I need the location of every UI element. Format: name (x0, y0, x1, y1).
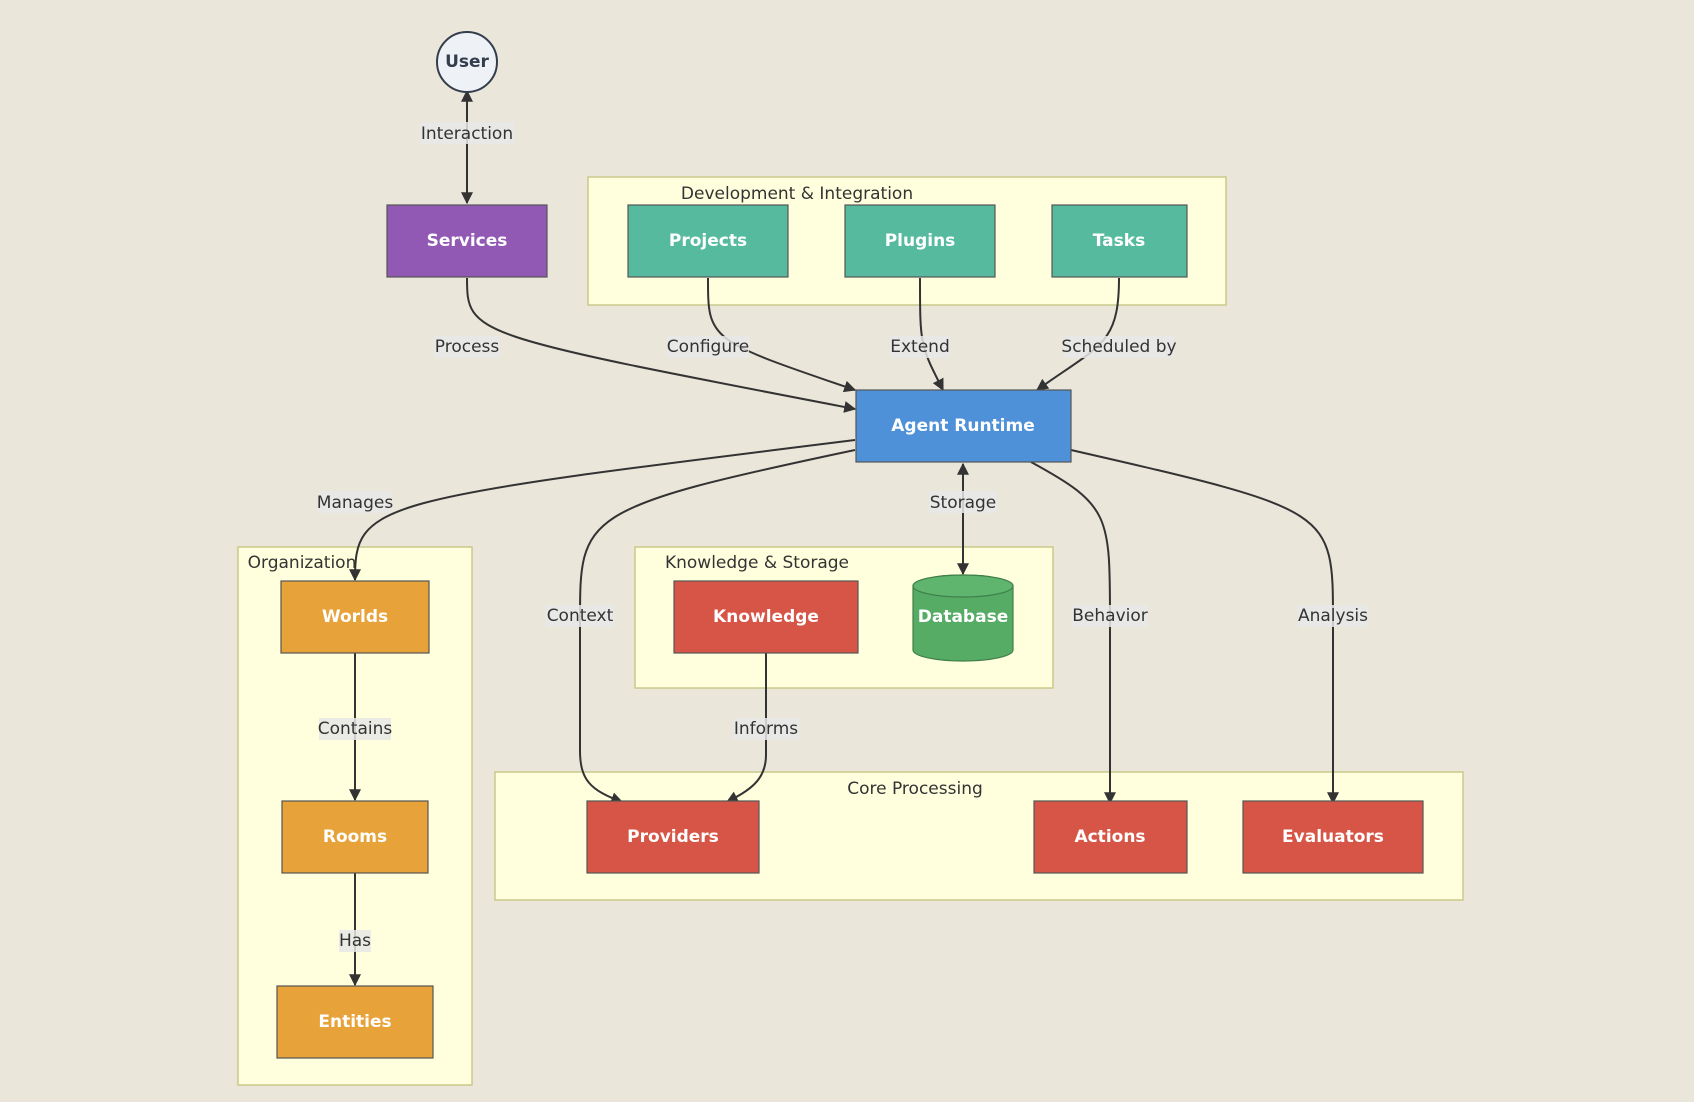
node-evaluators-label: Evaluators (1282, 827, 1384, 847)
node-tasks[interactable]: Tasks (1051, 204, 1188, 278)
edge-manages (349, 439, 856, 582)
node-services-label: Services (427, 231, 508, 251)
node-projects-label: Projects (669, 231, 747, 251)
node-projects[interactable]: Projects (627, 204, 789, 278)
edge-analysis (1070, 449, 1339, 805)
node-services[interactable]: Services (386, 204, 548, 278)
edge-label-manages: Manages (317, 493, 394, 513)
node-entities[interactable]: Entities (276, 985, 434, 1059)
node-agent-runtime-label: Agent Runtime (891, 416, 1035, 436)
node-database[interactable]: Database (912, 574, 1014, 662)
node-agent-runtime[interactable]: Agent Runtime (855, 389, 1072, 463)
edge-labels: Interaction Process Configure Extend Sch… (317, 122, 1368, 952)
edge-label-contains: Contains (318, 719, 393, 739)
cluster-title-core: Core Processing (847, 779, 983, 799)
edge-label-interaction: Interaction (421, 124, 513, 144)
edge-behavior (1030, 461, 1116, 805)
node-tasks-label: Tasks (1093, 231, 1145, 251)
node-knowledge-label: Knowledge (713, 607, 819, 627)
node-knowledge[interactable]: Knowledge (673, 580, 859, 654)
database-icon (912, 574, 1014, 598)
cluster-title-development: Development & Integration (681, 184, 913, 204)
edge-label-has: Has (339, 931, 371, 951)
node-actions-label: Actions (1074, 827, 1145, 847)
edges (349, 89, 1339, 987)
node-entities-label: Entities (318, 1012, 391, 1032)
node-providers[interactable]: Providers (586, 800, 760, 874)
node-evaluators[interactable]: Evaluators (1242, 800, 1424, 874)
edge-label-configure: Configure (667, 337, 749, 357)
node-user-label: User (445, 52, 489, 72)
edge-informs (725, 653, 767, 803)
edge-label-scheduled: Scheduled by (1061, 337, 1176, 357)
node-plugins-label: Plugins (885, 231, 956, 251)
edge-context (579, 449, 856, 804)
edge-label-informs: Informs (734, 719, 798, 739)
node-providers-label: Providers (627, 827, 719, 847)
edge-label-analysis: Analysis (1298, 606, 1368, 626)
cluster-title-organization: Organization (248, 553, 357, 573)
node-actions[interactable]: Actions (1033, 800, 1188, 874)
node-rooms[interactable]: Rooms (281, 800, 429, 874)
edge-label-context: Context (547, 606, 614, 626)
node-user[interactable]: User (436, 31, 498, 93)
cluster-title-knowledge: Knowledge & Storage (665, 553, 849, 573)
node-database-label: Database (918, 607, 1008, 627)
node-rooms-label: Rooms (323, 827, 387, 847)
edge-label-process: Process (435, 337, 500, 357)
edge-label-storage: Storage (930, 493, 997, 513)
node-plugins[interactable]: Plugins (844, 204, 996, 278)
node-worlds-label: Worlds (322, 607, 388, 627)
edge-label-extend: Extend (890, 337, 950, 357)
edge-label-behavior: Behavior (1072, 606, 1148, 626)
edge-process (466, 277, 857, 413)
node-worlds[interactable]: Worlds (280, 580, 430, 654)
